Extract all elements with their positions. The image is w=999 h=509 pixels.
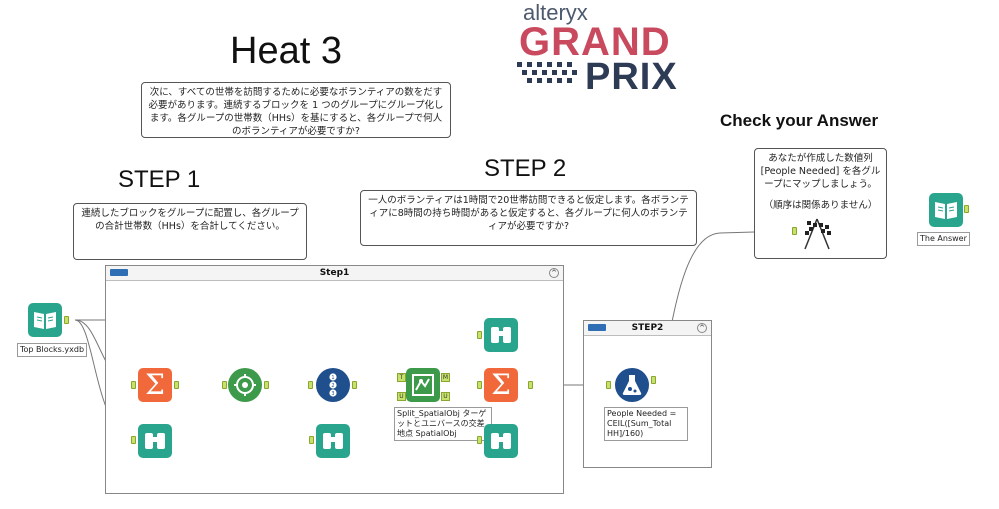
step1-heading: STEP 1	[118, 166, 201, 193]
step1-container-title: Step1	[319, 268, 350, 278]
svg-text:2: 2	[331, 383, 334, 389]
spatial-match-anchor[interactable]: M	[441, 373, 450, 382]
browse-tool-1[interactable]	[138, 424, 172, 458]
formula-tool-label: People Needed = CEIL([Sum_Total HH]/160)	[604, 407, 688, 441]
spatial-universe-anchor[interactable]: U	[397, 392, 406, 401]
tile-output-anchor[interactable]	[264, 381, 269, 389]
summarize2-output-anchor[interactable]	[528, 381, 533, 389]
summarize-tool-1[interactable]: Σ	[138, 368, 172, 402]
check-answer-text: あなたが作成した数値列 [People Needed] を各グループにマップしま…	[760, 153, 881, 190]
step2-container[interactable]: STEP2 ^	[583, 320, 712, 468]
numbered-list-icon: 1 2 3	[329, 373, 337, 397]
browse3-input-anchor[interactable]	[477, 331, 482, 339]
browse-tool-4[interactable]	[484, 424, 518, 458]
checkered-stripes	[517, 62, 577, 83]
spatial-target-anchor[interactable]: T	[397, 373, 406, 382]
logo-brand: alteryx	[523, 0, 588, 25]
page-title: Heat 3	[230, 30, 342, 72]
svg-text:1: 1	[331, 375, 334, 381]
binoculars-icon	[491, 433, 511, 449]
answer-tool-label: The Answer	[917, 232, 970, 246]
gear-arrows-icon	[234, 374, 256, 396]
check-answer-comment[interactable]: あなたが作成した数値列 [People Needed] を各グループにマップしま…	[754, 148, 887, 259]
formula-tool[interactable]	[615, 368, 649, 402]
browse1-input-anchor[interactable]	[131, 436, 136, 444]
step1-container-header[interactable]: Step1 ^	[106, 266, 563, 281]
browse-tool-2[interactable]	[316, 424, 350, 458]
browse-tool-3[interactable]	[484, 318, 518, 352]
checkered-flag-icon	[804, 218, 831, 250]
summarize2-input-anchor[interactable]	[477, 381, 482, 389]
alteryx-grand-prix-logo: alteryx GRAND PRIX	[515, 0, 705, 100]
tile-input-anchor[interactable]	[222, 381, 227, 389]
logo-grand: GRAND	[519, 20, 671, 64]
input-data-tool[interactable]	[28, 303, 62, 337]
recordid-output-anchor[interactable]	[352, 381, 357, 389]
check-answer-note: （順序は関係ありません）	[763, 200, 878, 211]
book-icon	[34, 312, 56, 329]
input-output-anchor[interactable]	[64, 316, 69, 324]
summarize1-output-anchor[interactable]	[174, 381, 179, 389]
intro-comment[interactable]: 次に、すべての世帯を訪問するために必要なボランティアの数をだす必要があります。連…	[141, 82, 451, 138]
flask-icon	[622, 375, 642, 395]
step2-container-header[interactable]: STEP2 ^	[584, 321, 711, 336]
binoculars-icon	[323, 433, 343, 449]
record-id-tool[interactable]: 1 2 3	[316, 368, 350, 402]
spatial-tool-label: Split_SpatialObj ターゲットとユニバースの交差地点 Spatia…	[394, 407, 492, 441]
spatial-unmatched-anchor[interactable]: U	[441, 392, 450, 401]
flag-input-anchor[interactable]	[792, 227, 797, 235]
sigma-icon: Σ	[491, 368, 511, 401]
input-tool-label: Top Blocks.yxdb	[17, 343, 88, 357]
step2-heading: STEP 2	[484, 155, 567, 182]
step1-comment[interactable]: 連続したブロックをグループに配置し、各グループの合計世帯数（HHs）を合計してく…	[73, 203, 307, 260]
formula-input-anchor[interactable]	[606, 381, 611, 389]
spatial-match-tool[interactable]	[406, 368, 440, 402]
collapse-icon[interactable]: ^	[697, 323, 707, 333]
step2-comment[interactable]: 一人のボランティアは1時間で20世帯訪問できると仮定します。各ボランティアに8時…	[360, 190, 697, 246]
the-answer-tool[interactable]	[929, 193, 963, 227]
tile-tool[interactable]	[228, 368, 262, 402]
sigma-icon: Σ	[145, 368, 165, 401]
binoculars-icon	[491, 327, 511, 343]
checkered-flag-tool[interactable]	[799, 215, 835, 251]
spatial-match-icon	[412, 374, 434, 396]
summarize-tool-2[interactable]: Σ	[484, 368, 518, 402]
browse2-input-anchor[interactable]	[309, 436, 314, 444]
container-toggle-icon[interactable]	[110, 269, 128, 276]
check-answer-heading: Check your Answer	[720, 111, 879, 130]
step2-container-title: STEP2	[631, 323, 664, 333]
svg-text:3: 3	[331, 391, 334, 397]
binoculars-icon	[145, 433, 165, 449]
summarize1-input-anchor[interactable]	[131, 381, 136, 389]
answer-output-anchor[interactable]	[964, 205, 969, 213]
container-toggle-icon[interactable]	[588, 324, 606, 331]
book-icon	[935, 202, 957, 219]
browse4-input-anchor[interactable]	[477, 436, 482, 444]
formula-output-anchor[interactable]	[651, 376, 656, 384]
recordid-input-anchor[interactable]	[308, 381, 313, 389]
logo-prix: PRIX	[585, 56, 678, 98]
collapse-icon[interactable]: ^	[549, 268, 559, 278]
